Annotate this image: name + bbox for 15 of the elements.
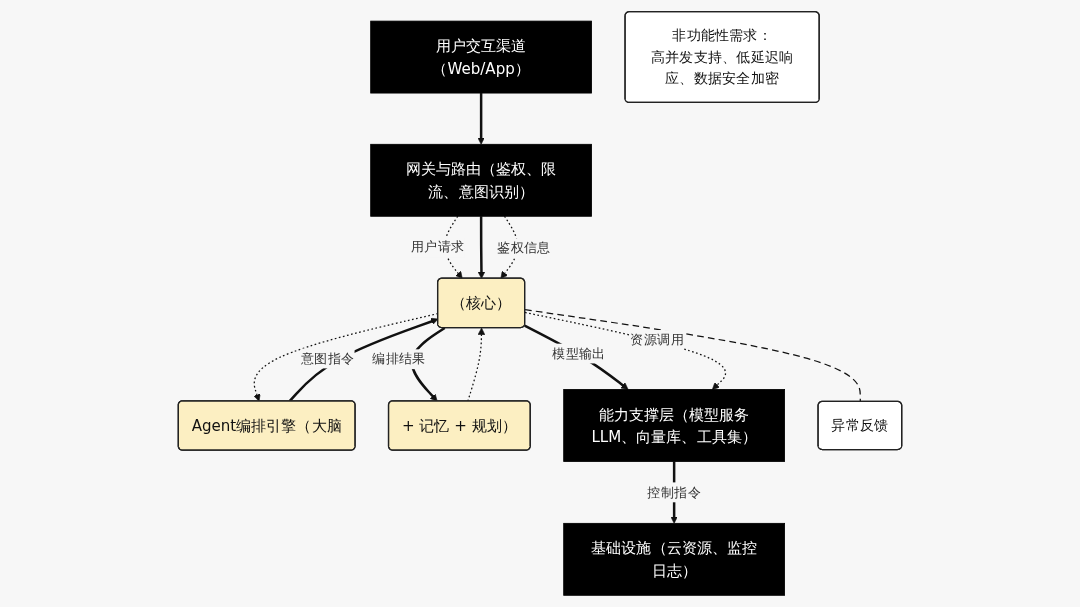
node-box: 用户交互渠道（Web/App） (370, 20, 592, 94)
edge-label: 资源调用 (630, 331, 685, 348)
arrow (477, 93, 485, 145)
arrow (477, 216, 486, 279)
node-box: 网关与路由（鉴权、限流、意图识别） (370, 143, 592, 217)
node-box: 基础设施（云资源、监控日志） (563, 522, 785, 596)
edge-label: 用户请求 (410, 238, 465, 255)
node-box: 能力支撑层（模型服务LLM、向量库、工具集） (563, 389, 785, 462)
edge-label: 意图指令 (301, 350, 355, 367)
arrow (524, 324, 629, 390)
arrow (524, 311, 727, 390)
edge-label: 控制指令 (647, 484, 701, 500)
edge-label: 鉴权信息 (497, 239, 551, 256)
edge-label: 模型输出 (552, 345, 606, 362)
edge-label: 编排结果 (372, 350, 426, 367)
